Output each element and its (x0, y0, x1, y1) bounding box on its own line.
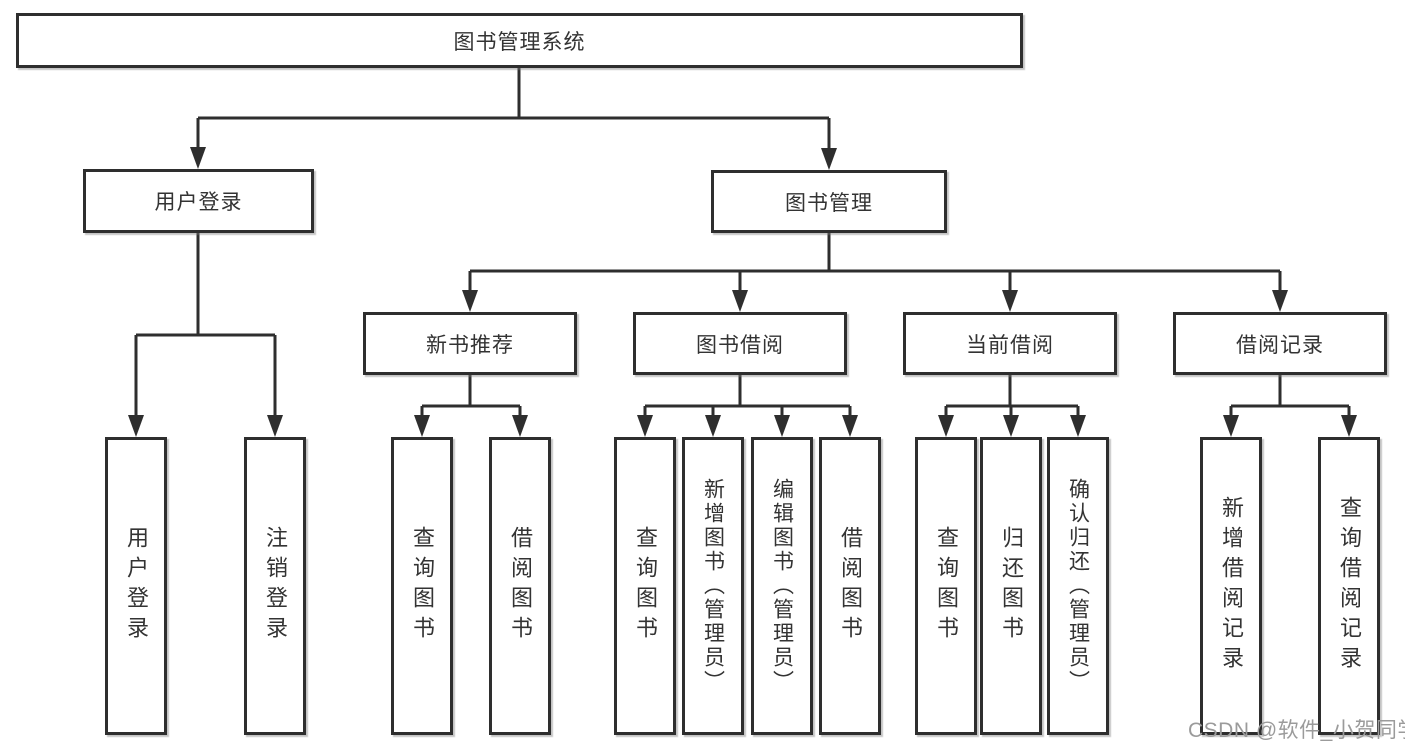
arrow-down-icon (705, 415, 721, 437)
leaf-logout: 注销登录 (244, 437, 306, 735)
leaf-label: 注销登录 (263, 526, 288, 646)
leaf-query-books-current: 查询图书 (915, 437, 977, 735)
leaf-label: 新增借阅记录 (1219, 496, 1244, 676)
leaf-label: 查询图书 (410, 526, 435, 646)
leaf-label: 编辑图书（管理员） (770, 478, 794, 694)
arrow-down-icon (1003, 415, 1019, 437)
leaf-label: 新增图书（管理员） (701, 478, 725, 694)
arrow-down-icon (774, 415, 790, 437)
node-borrow-records: 借阅记录 (1173, 312, 1387, 375)
arrow-down-icon (842, 415, 858, 437)
leaf-add-books-admin: 新增图书（管理员） (682, 437, 744, 735)
leaf-label: 借阅图书 (508, 526, 533, 646)
leaf-label: 查询图书 (633, 526, 658, 646)
node-current-borrow: 当前借阅 (903, 312, 1117, 375)
leaf-borrow-books: 借阅图书 (819, 437, 881, 735)
node-new-book-recommend: 新书推荐 (363, 312, 577, 375)
node-book-borrow-label: 图书借阅 (696, 333, 784, 357)
arrow-down-icon (414, 415, 430, 437)
leaf-label: 查询图书 (934, 526, 959, 646)
arrow-down-icon (821, 148, 837, 170)
arrow-down-icon (1223, 415, 1239, 437)
node-book-management: 图书管理 (711, 170, 947, 233)
arrow-down-icon (1341, 415, 1357, 437)
node-root-label: 图书管理系统 (453, 30, 586, 54)
node-book-management-label: 图书管理 (785, 191, 873, 215)
leaf-label: 归还图书 (999, 526, 1024, 646)
leaf-edit-books-admin: 编辑图书（管理员） (751, 437, 813, 735)
leaf-label: 用户登录 (124, 526, 149, 646)
leaf-query-borrow-record: 查询借阅记录 (1318, 437, 1380, 735)
leaf-confirm-return-admin: 确认归还（管理员） (1047, 437, 1109, 735)
node-user-login: 用户登录 (83, 169, 314, 233)
arrow-down-icon (190, 147, 206, 169)
connector-paths (134, 68, 1351, 417)
arrow-down-icon (512, 415, 528, 437)
arrowheads (128, 147, 1357, 437)
node-borrow-records-label: 借阅记录 (1236, 333, 1324, 357)
node-current-borrow-label: 当前借阅 (966, 333, 1054, 357)
arrow-down-icon (1002, 290, 1018, 312)
leaf-add-borrow-record: 新增借阅记录 (1200, 437, 1262, 735)
node-root: 图书管理系统 (16, 13, 1023, 68)
arrow-down-icon (267, 415, 283, 437)
node-user-login-label: 用户登录 (154, 191, 243, 214)
arrow-down-icon (732, 290, 748, 312)
arrow-down-icon (462, 290, 478, 312)
node-book-borrow: 图书借阅 (633, 312, 847, 375)
leaf-query-books-borrow: 查询图书 (614, 437, 676, 735)
leaf-query-books-recommend: 查询图书 (391, 437, 453, 735)
arrow-down-icon (128, 415, 144, 437)
leaf-label: 确认归还（管理员） (1066, 478, 1090, 694)
node-new-book-recommend-label: 新书推荐 (426, 333, 514, 357)
arrow-down-icon (1070, 415, 1086, 437)
arrow-down-icon (637, 415, 653, 437)
arrow-down-icon (938, 415, 954, 437)
arrow-down-icon (1272, 290, 1288, 312)
watermark: CSDN @软件_小贺同学 (1188, 719, 1405, 742)
leaf-label: 查询借阅记录 (1337, 496, 1362, 676)
leaf-label: 借阅图书 (838, 526, 863, 646)
leaf-borrow-books-recommend: 借阅图书 (489, 437, 551, 735)
leaf-user-login: 用户登录 (105, 437, 167, 735)
leaf-return-books: 归还图书 (980, 437, 1042, 735)
